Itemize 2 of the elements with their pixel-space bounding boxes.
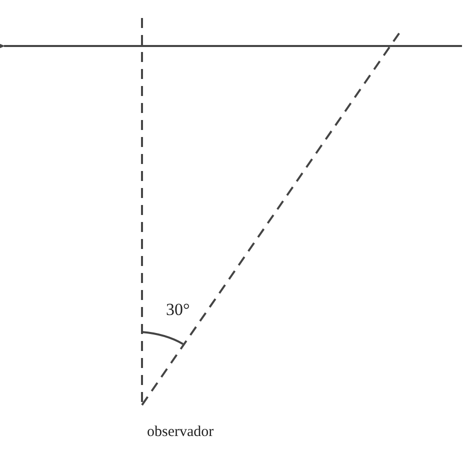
angle-label: 30° bbox=[166, 300, 190, 320]
observer-label: observador bbox=[147, 424, 214, 441]
